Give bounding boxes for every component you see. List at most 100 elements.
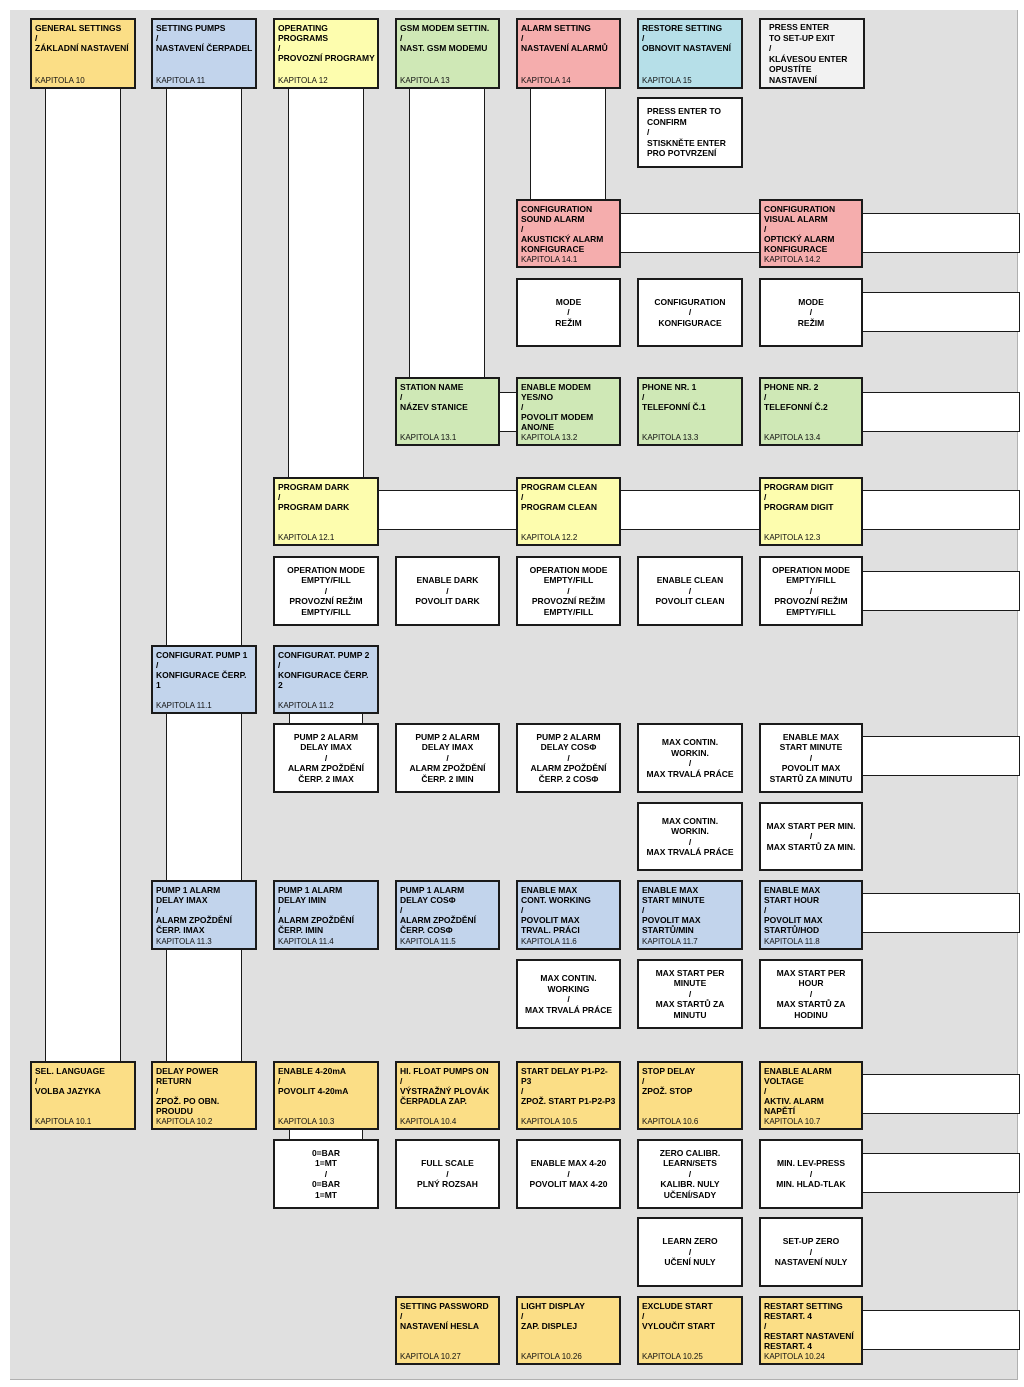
box-config-pump-1: CONFIGURAT. PUMP 1 / KONFIGURACE ČERP. 1… (151, 645, 257, 714)
chapter-label: KAPITOLA 10.27 (400, 1352, 461, 1361)
box-setting-pumps: SETTING PUMPS / NASTAVENÍ ČERPADEL KAPIT… (151, 18, 257, 89)
box-config-sound-alarm: CONFIGURATION SOUND ALARM / AKUSTICKÝ AL… (516, 199, 621, 268)
chapter-label: KAPITOLA 13.4 (764, 433, 821, 442)
chapter-label: KAPITOLA 13.2 (521, 433, 578, 442)
box-text: MODE / REŽIM (797, 296, 825, 328)
box-text: GENERAL SETTINGS / ZÁKLADNÍ NASTAVENÍ (35, 23, 129, 53)
box-text: MAX CONTIN. WORKIN. / MAX TRVALÁ PRÁCE (646, 815, 734, 858)
box-learn-zero: LEARN ZERO / UČENÍ NULY (637, 1217, 743, 1287)
box-text: MAX START PER MINUTE / MAX STARTŮ ZA MIN… (655, 967, 725, 1020)
box-text: ENABLE ALARM VOLTAGE / AKTIV. ALARM NAPĚ… (764, 1066, 832, 1116)
chapter-label: KAPITOLA 15 (642, 76, 692, 85)
chapter-label: KAPITOLA 10.6 (642, 1117, 699, 1126)
connector (860, 292, 1020, 332)
box-op-mode-clean: OPERATION MODE EMPTY/FILL / PROVOZNÍ REŽ… (516, 556, 621, 626)
chapter-label: KAPITOLA 14 (521, 76, 571, 85)
box-enable-modem: ENABLE MODEM YES/NO / POVOLIT MODEM ANO/… (516, 377, 621, 446)
box-text: PRESS ENTER TO SET-UP EXIT / KLÁVESOU EN… (769, 22, 848, 85)
box-zero-calibr: ZERO CALIBR. LEARN/SETS / KALIBR. NULY U… (637, 1139, 743, 1209)
box-text: PUMP 2 ALARM DELAY COSΦ / ALARM ZPOŽDĚNÍ… (530, 731, 607, 784)
box-p2-delay-imax: PUMP 2 ALARM DELAY IMAX / ALARM ZPOŽDĚNÍ… (273, 723, 379, 793)
connector (860, 1310, 1020, 1350)
connector (378, 490, 518, 530)
box-text: OPERATION MODE EMPTY/FILL / PROVOZNÍ REŽ… (772, 564, 850, 617)
box-text: ENABLE MAX START MINUTE / POVOLIT MAX ST… (769, 731, 853, 784)
box-text: SEL. LANGUAGE / VOLBA JAZYKA (35, 1066, 105, 1096)
chapter-label: KAPITOLA 12.2 (521, 533, 578, 542)
chapter-label: KAPITOLA 11.7 (642, 937, 698, 946)
chapter-label: KAPITOLA 12.3 (764, 533, 821, 542)
box-text: MAX CONTIN. WORKING / MAX TRVALÁ PRÁCE (524, 973, 613, 1015)
chapter-label: KAPITOLA 11.5 (400, 937, 456, 946)
box-text: LEARN ZERO / UČENÍ NULY (662, 1236, 718, 1268)
chapter-label: KAPITOLA 10.25 (642, 1352, 703, 1361)
box-program-clean: PROGRAM CLEAN / PROGRAM CLEAN KAPITOLA 1… (516, 477, 621, 546)
box-program-dark: PROGRAM DARK / PROGRAM DARK KAPITOLA 12.… (273, 477, 379, 546)
chapter-label: KAPITOLA 10 (35, 76, 85, 85)
chapter-label: KAPITOLA 11.1 (156, 701, 212, 710)
connector (860, 392, 1020, 432)
connector (860, 893, 1020, 933)
box-text: EXCLUDE START / VYLOUČIT START (642, 1301, 716, 1331)
chapter-label: KAPITOLA 10.7 (764, 1117, 821, 1126)
chapter-label: KAPITOLA 10.4 (400, 1117, 457, 1126)
box-text: OPERATION MODE EMPTY/FILL / PROVOZNÍ REŽ… (529, 564, 608, 617)
box-enable-4-20: ENABLE 4-20mA / POVOLIT 4-20mA KAPITOLA … (273, 1061, 379, 1130)
box-text: GSM MODEM SETTIN. / NAST. GSM MODEMU (400, 23, 490, 53)
box-text: ZERO CALIBR. LEARN/SETS / KALIBR. NULY U… (659, 1147, 721, 1200)
box-p2-max-start-min: MAX START PER MIN. / MAX STARTŮ ZA MIN. (759, 802, 863, 871)
box-p1-enable-max-start-min: ENABLE MAX START MINUTE / POVOLIT MAX ST… (637, 880, 743, 950)
chapter-label: KAPITOLA 12.1 (278, 533, 335, 542)
box-enable-clean: ENABLE CLEAN / POVOLIT CLEAN (637, 556, 743, 626)
box-text: PUMP 1 ALARM DELAY COSΦ / ALARM ZPOŽDĚNÍ… (400, 885, 477, 935)
box-text: ENABLE MAX START HOUR / POVOLIT MAX STAR… (764, 885, 823, 935)
chapter-label: KAPITOLA 11.2 (278, 701, 334, 710)
box-text: MAX START PER MIN. / MAX STARTŮ ZA MIN. (766, 820, 856, 852)
box-press-enter-confirm: PRESS ENTER TO CONFIRM / STISKNĚTE ENTER… (637, 97, 743, 168)
box-full-scale: FULL SCALE / PLNÝ ROZSAH (395, 1139, 500, 1209)
box-p1-enable-max-cont: ENABLE MAX CONT. WORKING / POVOLIT MAX T… (516, 880, 621, 950)
box-text: PUMP 2 ALARM DELAY IMAX / ALARM ZPOŽDĚNÍ… (287, 731, 365, 784)
box-text: CONFIGURATION VISUAL ALARM / OPTICKÝ ALA… (764, 204, 836, 254)
box-text: DELAY POWER RETURN / ZPOŽ. PO OBN. PROUD… (156, 1066, 220, 1116)
box-text: PROGRAM DARK / PROGRAM DARK (278, 482, 350, 512)
chapter-label: KAPITOLA 11.3 (156, 937, 212, 946)
box-p1-delay-imin: PUMP 1 ALARM DELAY IMIN / ALARM ZPOŽDĚNÍ… (273, 880, 379, 950)
box-enable-alarm-voltage: ENABLE ALARM VOLTAGE / AKTIV. ALARM NAPĚ… (759, 1061, 863, 1130)
box-bar-mt: 0=BAR 1=MT / 0=BAR 1=MT (273, 1139, 379, 1209)
box-text: RESTORE SETTING / OBNOVIT NASTAVENÍ (642, 23, 731, 53)
box-restore-setting: RESTORE SETTING / OBNOVIT NASTAVENÍ KAPI… (637, 18, 743, 89)
box-text: MODE / REŽIM (555, 296, 582, 328)
connector (860, 1153, 1020, 1193)
chapter-label: KAPITOLA 10.3 (278, 1117, 335, 1126)
box-p2-max-contin-sub: MAX CONTIN. WORKIN. / MAX TRVALÁ PRÁCE (637, 802, 743, 871)
box-config-pump-2: CONFIGURAT. PUMP 2 / KONFIGURACE ČERP. 2… (273, 645, 379, 714)
box-light-display: LIGHT DISPLAY / ZAP. DISPLEJ KAPITOLA 10… (516, 1296, 621, 1365)
box-p2-max-contin: MAX CONTIN. WORKIN. / MAX TRVALÁ PRÁCE (637, 723, 743, 793)
box-p1-enable-max-start-hour: ENABLE MAX START HOUR / POVOLIT MAX STAR… (759, 880, 863, 950)
chapter-label: KAPITOLA 13.3 (642, 433, 699, 442)
connector (409, 88, 485, 380)
connector (862, 490, 1020, 530)
connector (860, 571, 1020, 611)
box-text: PRESS ENTER TO CONFIRM / STISKNĚTE ENTER… (647, 106, 726, 159)
box-text: STATION NAME / NÁZEV STANICE (400, 382, 468, 412)
box-hi-float: HI. FLOAT PUMPS ON / VÝSTRAŽNÝ PLOVÁK ČE… (395, 1061, 500, 1130)
box-station-name: STATION NAME / NÁZEV STANICE KAPITOLA 13… (395, 377, 500, 446)
box-text: PUMP 2 ALARM DELAY IMAX / ALARM ZPOŽDĚNÍ… (409, 731, 486, 784)
chapter-label: KAPITOLA 10.2 (156, 1117, 213, 1126)
box-text: OPERATING PROGRAMS / PROVOZNÍ PROGRAMY (278, 23, 375, 63)
connector (620, 213, 762, 253)
box-text: CONFIGURAT. PUMP 2 / KONFIGURACE ČERP. 2 (278, 650, 370, 690)
box-op-mode-digit: OPERATION MODE EMPTY/FILL / PROVOZNÍ REŽ… (759, 556, 863, 626)
box-text: PROGRAM DIGIT / PROGRAM DIGIT (764, 482, 834, 512)
box-text: CONFIGURAT. PUMP 1 / KONFIGURACE ČERP. 1 (156, 650, 248, 690)
box-text: ENABLE MODEM YES/NO / POVOLIT MODEM ANO/… (521, 382, 594, 432)
box-p1-max-start-hour: MAX START PER HOUR / MAX STARTŮ ZA HODIN… (759, 959, 863, 1029)
connector (620, 490, 762, 530)
chapter-label: KAPITOLA 11 (156, 76, 206, 85)
box-text: MAX CONTIN. WORKIN. / MAX TRVALÁ PRÁCE (646, 737, 734, 779)
box-text: OPERATION MODE EMPTY/FILL / PROVOZNÍ REŽ… (287, 564, 365, 617)
box-text: SETTING PUMPS / NASTAVENÍ ČERPADEL (156, 23, 253, 53)
